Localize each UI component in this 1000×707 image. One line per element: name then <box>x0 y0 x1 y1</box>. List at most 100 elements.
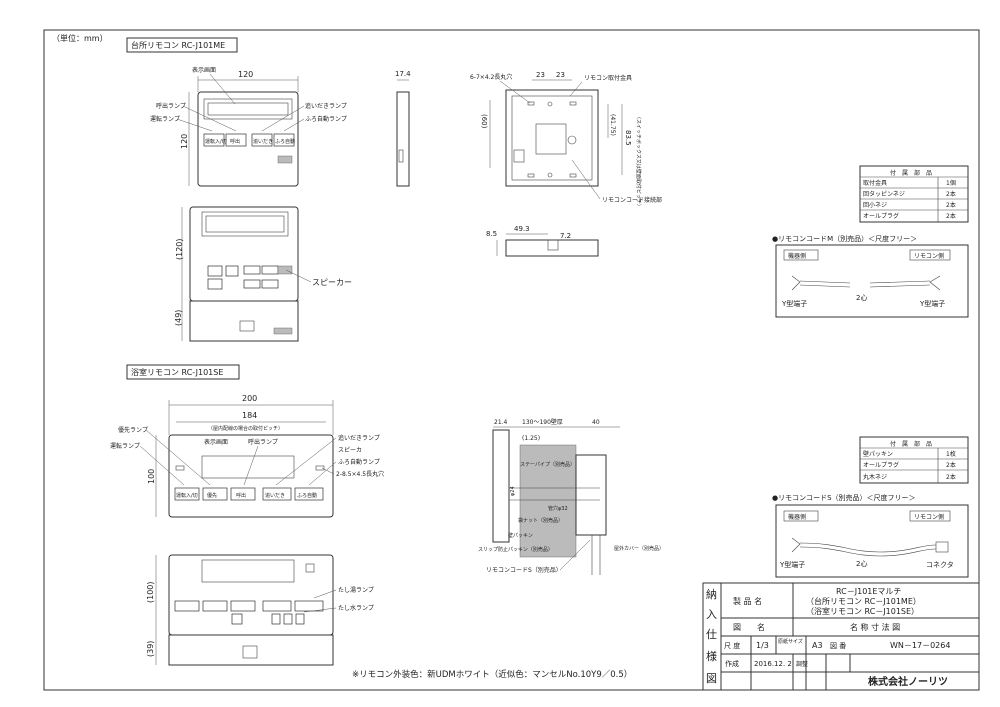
kitchen-btn-run: 運転入/切 <box>205 138 227 145</box>
mount-dim-72: 7.2 <box>560 232 571 240</box>
mount-dim-835: 83.5 <box>624 130 632 146</box>
acc1-row-0-qty: 1個 <box>946 179 956 187</box>
kitchen-dim-depth: 17.4 <box>395 70 411 78</box>
tb-fig-label: 図 名 <box>733 622 765 632</box>
acc2-row-0-qty: 1枚 <box>946 450 956 458</box>
bath-label-speaker: スピーカ <box>338 447 362 454</box>
cordS-box <box>775 504 969 578</box>
accessories-table-1 <box>859 165 969 223</box>
mount-hole-label: 6-7×4.2長丸穴 <box>470 73 512 81</box>
bath-label-call-lamp: 呼出ランプ <box>248 438 278 446</box>
mount-dim-493: 49.3 <box>514 225 530 233</box>
bath-label-run-lamp: 運転ランプ <box>110 442 140 450</box>
section-dim-wall: 130～190壁厚 <box>522 418 563 426</box>
kitchen-title-box <box>126 37 238 53</box>
kitchen-label-reheat-lamp: 追いだきランプ <box>305 102 347 110</box>
kitchen-speaker-grille <box>277 155 293 164</box>
kitchen-title: 台所リモコン RC-J101ME <box>131 40 225 50</box>
acc1-row-3-qty: 2本 <box>946 212 956 220</box>
tb-side-2: 仕 <box>706 628 717 641</box>
acc2-row-0-name: 壁パッキン <box>863 450 893 458</box>
bath-pitch-note: （屋内配線の場合の取付ピッチ） <box>208 425 283 432</box>
unit-note: （単位：mm） <box>52 33 108 43</box>
kitchen-btn-auto: ふろ自動 <box>275 138 295 145</box>
tb-product-line-1: （台所リモコン RC－J101ME） <box>806 596 921 606</box>
tb-drawno-label: 図 番 <box>830 642 846 650</box>
acc1-row-1-name: 回タッピンネジ <box>863 190 905 198</box>
cordM-device-side: 機器側 <box>788 252 806 260</box>
title-block <box>702 582 980 691</box>
section-view <box>492 429 607 575</box>
kitchen-label-display: 表示画面 <box>192 66 216 74</box>
mount-dim-23b: 23 <box>556 71 565 79</box>
kitchen-dim-lower-h: (49) <box>174 310 183 326</box>
section-cordS: リモコンコードS（別売品） <box>486 566 562 574</box>
section-dim-125: (1.25) <box>522 435 540 442</box>
color-note: ※リモコン外装色：新UDMホワイト（近似色：マンセルNo.10Y9／0.5） <box>352 669 632 680</box>
section-cover: 屋外カバー（別売品） <box>614 545 664 552</box>
tb-product-label: 製 品 名 <box>733 596 762 606</box>
acc2-header: 付 属 部 品 <box>890 440 932 448</box>
cordS-core: 2心 <box>856 560 867 568</box>
mount-plate-view <box>505 89 599 187</box>
sheet-border <box>43 29 980 691</box>
section-dim-214: 21.4 <box>494 419 508 426</box>
acc2-row-2-qty: 2本 <box>946 473 956 481</box>
kitchen-label-call-lamp: 呼出ランプ <box>156 102 186 110</box>
bath-dim-width: 200 <box>242 394 257 403</box>
bath-label-holes: 2-8.5×4.5長丸穴 <box>336 470 384 478</box>
bath-label-add-water: たし水ランプ <box>338 604 374 612</box>
kitchen-dim-width: 120 <box>238 70 253 79</box>
bath-title: 浴室リモコン RC-J101SE <box>131 367 223 377</box>
kitchen-side-view <box>396 79 410 187</box>
mount-dim-4175: (41.75) <box>609 114 616 136</box>
cordM-core: 2心 <box>856 294 867 302</box>
tb-check-label: 調整 <box>796 660 808 668</box>
cordS-title: ●リモコンコードS（別売品）＜尺度フリー＞ <box>772 493 916 502</box>
kitchen-dim-front-h: (120) <box>175 238 184 260</box>
section-wall-packing: 壁パッキン <box>508 532 533 539</box>
bath-open-view <box>168 554 334 666</box>
tb-paper: A3 <box>812 641 823 650</box>
bath-btn-run: 運転入/切 <box>176 492 198 499</box>
tb-product-line-2: （浴室リモコン RC－J101SE） <box>806 606 919 616</box>
tb-scale: 1/3 <box>756 641 769 650</box>
acc2-row-1-qty: 2本 <box>946 461 956 469</box>
kitchen-label-run-lamp: 運転ランプ <box>150 115 180 123</box>
bath-dim-lower-h: (39) <box>146 641 155 657</box>
mount-dim-85: 8.5 <box>486 230 497 238</box>
tb-side-0: 納 <box>706 588 717 601</box>
cordM-right-term: Y型端子 <box>919 299 945 308</box>
acc1-row-2-name: 回小ネジ <box>863 201 887 209</box>
kitchen-label-auto-lamp: ふろ自動ランプ <box>305 115 347 123</box>
bath-btn-priority: 優先 <box>207 492 217 499</box>
tb-scale-label: 尺 度 <box>724 641 740 650</box>
bath-label-priority-lamp: 優先ランプ <box>118 426 148 434</box>
tb-date: 2016.12. 2 <box>754 660 792 668</box>
kitchen-front-view <box>197 91 299 187</box>
acc1-row-3-name: オールプラグ <box>863 212 899 220</box>
cordS-right-term: コネクタ <box>926 560 954 569</box>
bath-btn-reheat: 追いだき <box>265 492 285 499</box>
section-nut: 袋ナット（別売品） <box>518 517 563 524</box>
kitchen-open-view <box>189 206 299 342</box>
acc1-row-2-qty: 2本 <box>946 201 956 209</box>
tb-product-line-0: RC－J101Eマルチ <box>836 587 901 596</box>
tb-side-1: 入 <box>706 608 717 621</box>
bath-btn-call: 呼出 <box>236 492 246 499</box>
bath-label-auto-lamp: ふろ自動ランプ <box>338 458 380 466</box>
cordM-title: ●リモコンコードM（別売品）＜尺度フリー＞ <box>772 234 917 243</box>
mount-dim-60: (60) <box>480 114 488 129</box>
kitchen-label-speaker: スピーカー <box>312 278 352 287</box>
cordM-box <box>775 244 969 318</box>
mount-plate-label: リモコン取付金具 <box>584 74 632 82</box>
section-stay-pipe: ステーパイプ（別売品） <box>520 461 575 468</box>
acc2-row-2-name: 丸木ネジ <box>863 473 887 481</box>
kitchen-dim-height: 120 <box>180 134 189 149</box>
bath-label-display: 表示画面 <box>204 438 228 446</box>
bath-dim-pitch: 184 <box>242 411 257 420</box>
section-dim-40: 40 <box>592 419 600 426</box>
tb-made-label: 作成 <box>725 659 739 668</box>
bath-dim-height: 100 <box>147 469 156 484</box>
